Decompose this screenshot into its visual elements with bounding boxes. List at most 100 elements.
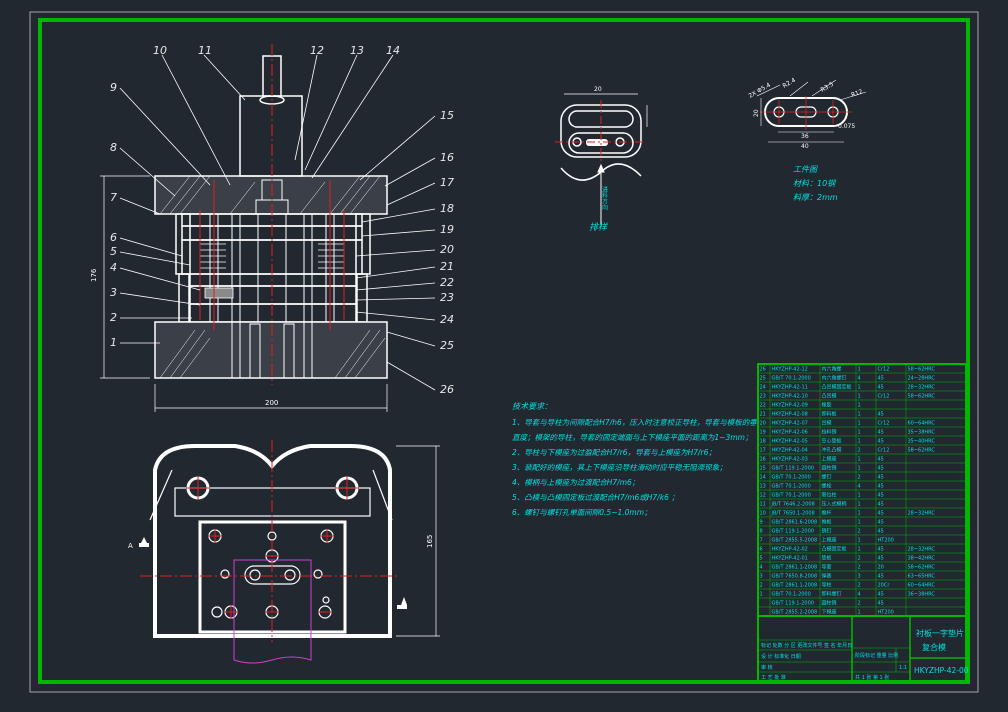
part-number-labels: 1 2 3 4 5 6 7 8 9 10 11 12 13 14 15 16 1… [110, 44, 454, 396]
height-dimension: 176 [90, 268, 98, 282]
tech-req-line: 2、导柱与下模座为过盈配合H7/r6，导套与上模座为H7/r6； [512, 448, 716, 457]
bom-cell: HKYZHP-42-01 [772, 555, 808, 561]
bom-cell: 58~62HRC [908, 447, 936, 453]
bom-cell: JB/T 7646.2-2008 [771, 501, 815, 507]
bom-cell: 45 [878, 429, 884, 435]
part-number-11: 11 [198, 44, 212, 57]
part-number-6: 6 [110, 231, 117, 244]
bom-cell: 3 [858, 573, 861, 579]
tech-req-line: 3、装配好的模座，其上下模座沿导柱滑动时应平稳无阻滞现象； [512, 463, 727, 472]
bom-cell: 1 [858, 402, 861, 408]
bom-cell: 10 [760, 510, 766, 516]
bom-cell: HKYZHP-42-12 [772, 366, 808, 372]
plan-height-dimension: 165 [426, 535, 434, 548]
part-number-20: 20 [440, 243, 454, 256]
bom-cell: 导套 [822, 563, 832, 570]
bom-cell: 卸料板 [822, 410, 837, 417]
part-number-2: 2 [110, 311, 117, 324]
part-number-1: 1 [110, 336, 117, 349]
bom-cell: 20 [878, 564, 884, 570]
bom-cell: 圆柱销 [822, 464, 837, 471]
bom-cell: 上模座 [822, 536, 837, 543]
tech-req-line: 6、螺钉与螺钉孔单面间隙0.5~1.0mm； [512, 508, 652, 517]
bom-cell: 17 [760, 447, 766, 453]
bom-cell: 18 [760, 438, 766, 444]
bom-cell: 凸模固定板 [822, 545, 847, 552]
bom-cell: Cr12 [878, 420, 890, 426]
bom-cell: 45 [878, 519, 884, 525]
bom-cell: 弹簧 [822, 572, 832, 579]
bom-cell: 1 [858, 456, 861, 462]
feed-direction-arrow [597, 163, 605, 225]
bom-cell: 45 [878, 546, 884, 552]
bom-cell: 20 [760, 420, 766, 426]
bom-cell: 2 [760, 582, 763, 588]
bom-cell: 2 [858, 447, 861, 453]
strip-width-dimension: 20 [594, 86, 602, 93]
title-block-sheets: 共 1 张 第 1 张 [855, 674, 889, 681]
bom-cell: HKYZHP-42-04 [772, 447, 808, 453]
bom-cell: 45 [878, 555, 884, 561]
bom-cell: 26 [760, 366, 766, 372]
bom-cell: 45 [878, 591, 884, 597]
bom-cell: Cr12 [878, 366, 890, 372]
plan-details [149, 469, 393, 619]
die-fixing-plate [189, 303, 357, 323]
bom-cell: HT200 [878, 609, 894, 615]
workpiece-dim-lines [756, 79, 867, 143]
bom-cell: 45 [878, 411, 884, 417]
feed-direction-label: 进料方向 [601, 185, 608, 210]
section-marker-label: A [128, 542, 133, 550]
bom-cell: 7 [760, 537, 763, 543]
drawing-number: HKYZHP-42-00 [914, 666, 969, 675]
bom-cell: 1 [858, 537, 861, 543]
bom-cell: 45 [878, 528, 884, 534]
title-block: 标记 处数 分 区 更改文件号 签 名 年月日 设 计 标准化 日期 审 核 工… [757, 615, 969, 683]
tech-req-line: 1、导套与导柱为间隙配合H7/h6，压入时注意校正导柱，导套与模板的垂 [512, 418, 757, 427]
workpiece-dim-r3-5: R3.5 [820, 81, 836, 94]
section-arrow-markers [139, 537, 407, 609]
bom-cell: HKYZHP-42-03 [772, 456, 808, 462]
bom-cell: 1 [858, 546, 861, 552]
bom-cell: GB/T 2861.6-2008 [772, 519, 818, 525]
width-dimension: 200 [265, 399, 278, 407]
bom-cell: 2 [858, 555, 861, 561]
section-dimensions [100, 175, 388, 412]
workpiece-dim-20: 20 [753, 109, 760, 117]
bom-cell: 圆柱销 [822, 599, 837, 606]
bom-cell: HKYZHP-42-10 [772, 393, 808, 399]
bom-cell: 45 [878, 510, 884, 516]
sheet-outer-border [29, 11, 979, 693]
bom-cell: 1 [858, 366, 861, 372]
bom-cell: GB/T 2861.1-2008 [772, 582, 818, 588]
bom-cell: 1 [858, 519, 861, 525]
drawing-name-line2: 复合模 [922, 642, 946, 652]
part-leaders [119, 54, 436, 391]
part-number-22: 22 [440, 276, 454, 289]
bom-cell: 挡料销 [822, 428, 837, 435]
bom-cell: HKYZHP-42-09 [772, 402, 808, 408]
bom-cell: HKYZHP-42-11 [772, 384, 808, 390]
bom-cell: GB/T 119.1-2000 [772, 465, 814, 471]
bom-cell: 38~42HRC [908, 555, 936, 561]
guide-bush-right [355, 213, 371, 275]
bom-cell: 45 [878, 483, 884, 489]
part-number-25: 25 [440, 339, 454, 352]
bom-cell: GB/T 70.1-2000 [772, 492, 811, 498]
bom-cell: 4 [858, 483, 861, 489]
bom-cell: 空心垫板 [822, 437, 842, 444]
strip-layout-title: 排样 [589, 222, 608, 233]
bom-cell: GB/T 119.1-2000 [772, 528, 814, 534]
bom-cell: 推杆 [822, 509, 832, 516]
workpiece-dim-r2-4: R2.4 [782, 77, 798, 90]
workpiece-centerlines [760, 96, 852, 130]
bom-cell: GB/T 2855.5-2008 [772, 537, 818, 543]
bom-cell: 下模座 [822, 608, 837, 615]
bom-cell: 60~64HRC [908, 582, 936, 588]
title-block-stage: 阶段标记 重量 比例 [855, 652, 898, 659]
section-view [154, 55, 388, 379]
strip-layout [560, 93, 648, 181]
guide-post-right [356, 273, 368, 323]
bom-cell: 35~40HRC [908, 438, 936, 444]
